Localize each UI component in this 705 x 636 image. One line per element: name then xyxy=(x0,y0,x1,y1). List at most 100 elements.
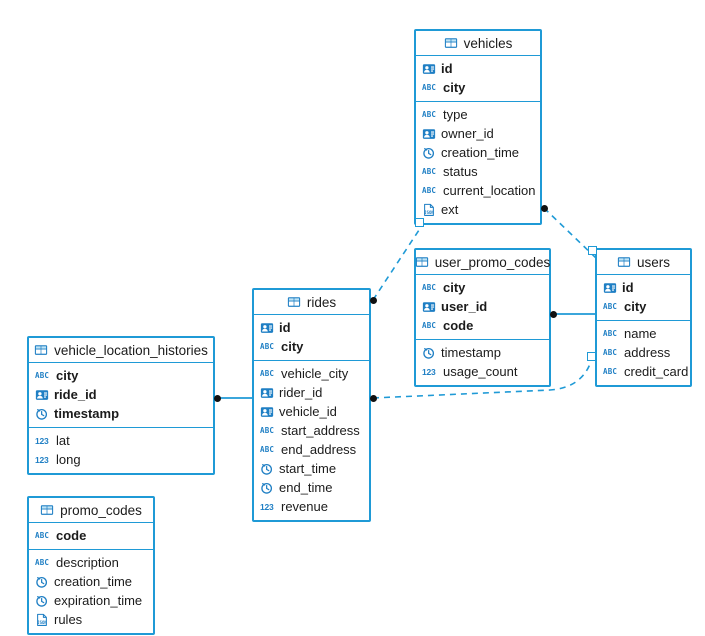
primary-key-field[interactable]: id xyxy=(254,318,369,337)
entity-table-header-promo_codes[interactable]: promo_codes xyxy=(29,498,153,523)
primary-key-field[interactable]: ABC code xyxy=(29,526,153,545)
field-name: city xyxy=(443,280,466,295)
field-name: id xyxy=(441,61,453,76)
entity-table-name: rides xyxy=(306,294,337,310)
relationship-endpoint-dot xyxy=(213,394,221,402)
column-field[interactable]: timestamp xyxy=(416,343,549,362)
primary-key-field[interactable]: id xyxy=(597,278,690,297)
key-id-icon xyxy=(422,300,436,314)
relationship-endpoint-dot xyxy=(549,310,557,318)
field-name: end_address xyxy=(281,442,357,457)
field-name: rider_id xyxy=(279,385,323,400)
field-name: revenue xyxy=(281,499,328,514)
clock-icon xyxy=(35,407,49,421)
primary-key-field[interactable]: id xyxy=(416,59,540,78)
entity-table-header-rides[interactable]: rides xyxy=(254,290,369,315)
field-name: code xyxy=(56,528,87,543)
column-field[interactable]: 123 revenue xyxy=(254,497,369,516)
table-icon xyxy=(444,36,458,50)
entity-table-header-user_promo_codes[interactable]: user_promo_codes xyxy=(415,250,550,275)
field-name: start_address xyxy=(281,423,360,438)
abc-icon: ABC xyxy=(35,530,50,540)
column-field[interactable]: owner_id xyxy=(416,124,540,143)
table-icon xyxy=(40,503,54,517)
field-name: status xyxy=(443,164,478,179)
field-name: vehicle_city xyxy=(281,366,349,381)
num-icon: 123 xyxy=(260,501,274,512)
key-id-icon xyxy=(260,405,274,419)
relationship-endpoint-dot xyxy=(369,394,377,402)
entity-table-name: vehicle_location_histories xyxy=(54,342,208,358)
column-field[interactable]: end_time xyxy=(254,478,369,497)
field-name: usage_count xyxy=(443,364,518,379)
column-field[interactable]: start_time xyxy=(254,459,369,478)
abc-icon: ABC xyxy=(260,425,275,435)
abc-icon: ABC xyxy=(603,366,618,376)
entity-table-header-users[interactable]: users xyxy=(597,250,690,275)
field-name: description xyxy=(56,555,119,570)
field-name: id xyxy=(279,320,291,335)
key-id-icon xyxy=(422,127,436,141)
primary-key-field[interactable]: timestamp xyxy=(29,404,213,423)
field-name: creation_time xyxy=(441,145,520,160)
column-field[interactable]: creation_time xyxy=(29,572,153,591)
column-field[interactable]: rider_id xyxy=(254,383,369,402)
primary-key-field[interactable]: ride_id xyxy=(29,385,213,404)
field-name: vehicle_id xyxy=(279,404,337,419)
entity-table-header-vehicle_location_histories[interactable]: vehicle_location_histories xyxy=(29,338,213,363)
entity-table-header-vehicles[interactable]: vehicles xyxy=(416,31,540,56)
table-icon xyxy=(34,343,48,357)
column-field[interactable]: creation_time xyxy=(416,143,540,162)
clock-icon xyxy=(422,346,436,360)
column-field[interactable]: expiration_time xyxy=(29,591,153,610)
clock-icon xyxy=(35,575,49,589)
svg-text:JSON: JSON xyxy=(37,619,47,624)
primary-key-section: ABC code xyxy=(29,523,153,550)
abc-icon: ABC xyxy=(603,347,618,357)
column-field[interactable]: ABC start_address xyxy=(254,421,369,440)
field-name: ext xyxy=(441,202,459,217)
field-name: credit_card xyxy=(624,364,689,379)
abc-icon: ABC xyxy=(603,328,618,338)
primary-key-field[interactable]: user_id xyxy=(416,297,549,316)
relationship-endpoint-dot xyxy=(540,204,548,212)
json-icon: JSON xyxy=(35,613,49,627)
field-name: owner_id xyxy=(441,126,494,141)
column-field[interactable]: ABC credit_card xyxy=(597,362,690,381)
column-field[interactable]: vehicle_id xyxy=(254,402,369,421)
relationship-endpoint-square xyxy=(587,245,597,255)
clock-icon xyxy=(260,481,274,495)
field-name: city xyxy=(624,299,647,314)
field-name: long xyxy=(56,452,81,467)
